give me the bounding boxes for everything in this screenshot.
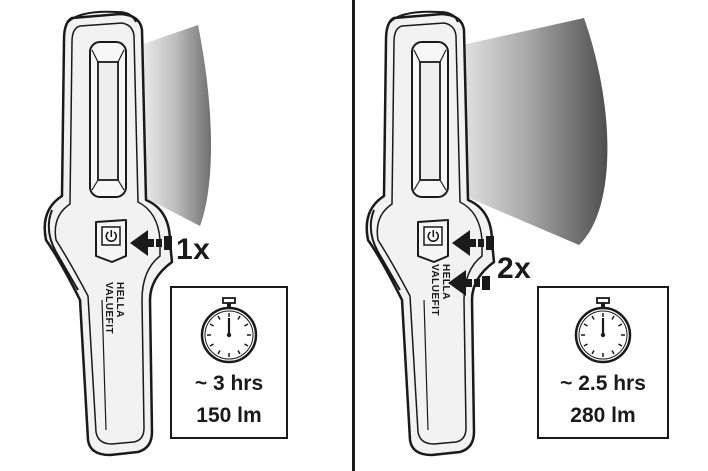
press-arrow-icon bbox=[130, 230, 172, 256]
work-lamp-illustration bbox=[43, 10, 212, 457]
power-icon bbox=[105, 230, 118, 242]
light-beam bbox=[140, 25, 212, 226]
luminous-flux-value: 280 lm bbox=[570, 404, 636, 427]
press-count-label: 1x bbox=[176, 233, 211, 266]
panel-divider bbox=[352, 0, 355, 471]
power-button bbox=[95, 219, 127, 263]
luminous-flux-value: 150 lm bbox=[196, 404, 262, 427]
lamp-cap bbox=[389, 10, 459, 23]
lamp-cap bbox=[67, 10, 137, 23]
press-count-label: 2x bbox=[497, 252, 532, 285]
power-icon bbox=[427, 230, 440, 242]
stopwatch-icon bbox=[574, 297, 632, 364]
press-arrow-icon bbox=[448, 270, 490, 296]
mode-info-box: ~ 2.5 hrs 280 lm bbox=[537, 286, 669, 439]
light-beam bbox=[462, 18, 608, 245]
side-clip bbox=[369, 209, 401, 291]
mode-info-box: ~ 3 hrs 150 lm bbox=[170, 286, 288, 439]
brand-label: HELLA VALUEFIT bbox=[429, 264, 452, 317]
work-lamp-illustration bbox=[365, 10, 608, 457]
brand-label: HELLA VALUEFIT bbox=[103, 282, 126, 335]
power-button bbox=[417, 219, 449, 263]
runtime-value: ~ 2.5 hrs bbox=[560, 372, 646, 395]
mode-panel-low: HELLA VALUEFIT 1x bbox=[43, 10, 288, 457]
press-arrow-icon bbox=[452, 230, 494, 256]
side-clip bbox=[47, 209, 79, 291]
stopwatch-icon bbox=[200, 297, 258, 364]
runtime-value: ~ 3 hrs bbox=[194, 372, 264, 395]
mode-panel-high: HELLA VALUEFIT 2x bbox=[354, 0, 708, 471]
